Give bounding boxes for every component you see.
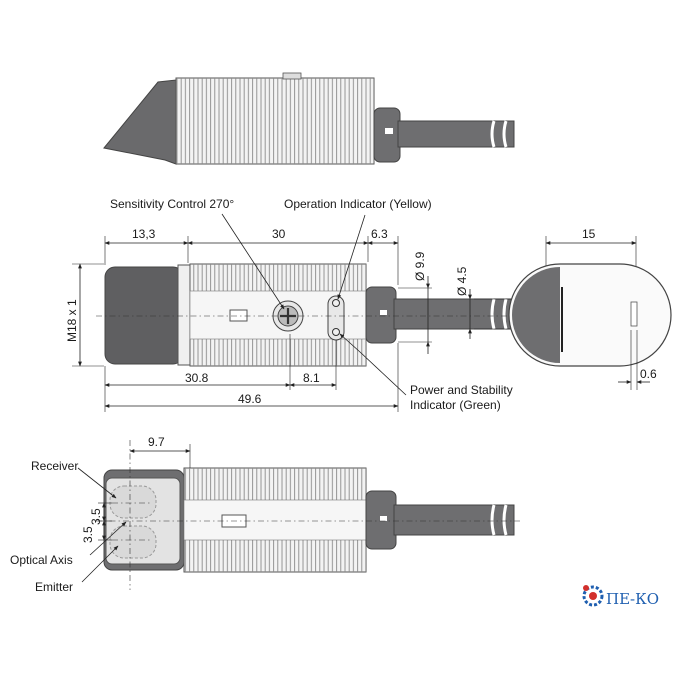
dim-15: 15: [582, 227, 596, 241]
cable-front: [393, 298, 515, 330]
dim-4-5: Ø 4.5: [455, 266, 469, 296]
bottom-labels: Receiver Optical Axis Emitter: [10, 459, 78, 594]
dim-9-7: 9.7: [148, 435, 165, 449]
dim-6-3: 6.3: [371, 227, 388, 241]
peko-logo: ПЕ-КО: [582, 585, 659, 608]
optical-axis-label: Optical Axis: [10, 553, 73, 567]
gear-icon: [582, 585, 604, 607]
power-label-line1: Power and Stability: [410, 383, 513, 397]
receiver-label: Receiver: [31, 459, 78, 473]
front-collar: [177, 264, 191, 366]
operation-indicator-label: Operation Indicator (Yellow): [284, 197, 432, 211]
operation-indicator: [332, 299, 340, 307]
front-dimensions: [72, 213, 514, 412]
emitter-label: Emitter: [35, 580, 73, 594]
dim-3-5-upper: 3.5: [89, 508, 103, 525]
bottom-view: [96, 440, 520, 590]
top-nub: [282, 72, 302, 80]
power-indicator: [332, 328, 340, 336]
end-cap-flat: [512, 267, 560, 363]
sensitivity-label: Sensitivity Control 270°: [110, 197, 234, 211]
dim-0-6: 0.6: [640, 367, 657, 381]
emitter-lens: [109, 525, 157, 559]
side-view-angled: [103, 72, 515, 165]
dim-9-9: Ø 9.9: [413, 251, 427, 281]
gear-center-icon: [589, 592, 597, 600]
bottom-flat-face: [183, 499, 367, 541]
cable-bottom: [393, 504, 515, 536]
dim-49-6: 49.6: [238, 392, 262, 406]
angled-head: [103, 79, 177, 165]
dim-13-3: 13,3: [132, 227, 156, 241]
dim-30-8: 30.8: [185, 371, 209, 385]
end-view: 15 0.6: [508, 227, 672, 390]
dim-thread: M18 x 1: [65, 299, 79, 342]
rear-nut-top: [373, 107, 401, 163]
logo-text: ПЕ-КО: [606, 590, 659, 608]
front-labels: Sensitivity Control 270° Operation Indic…: [65, 197, 513, 412]
flat-slot: [229, 309, 248, 322]
dim-3-5-lower: 3.5: [81, 526, 95, 543]
cable-top: [397, 120, 515, 148]
bottom-dimensions: 9.7 3.5 3.5: [77, 435, 191, 583]
front-cap: [104, 266, 184, 365]
dim-8-1: 8.1: [303, 371, 320, 385]
power-label-line2: Indicator (Green): [410, 398, 501, 412]
receiver-lens: [109, 485, 157, 519]
dim-30: 30: [272, 227, 286, 241]
front-view: [96, 263, 520, 367]
